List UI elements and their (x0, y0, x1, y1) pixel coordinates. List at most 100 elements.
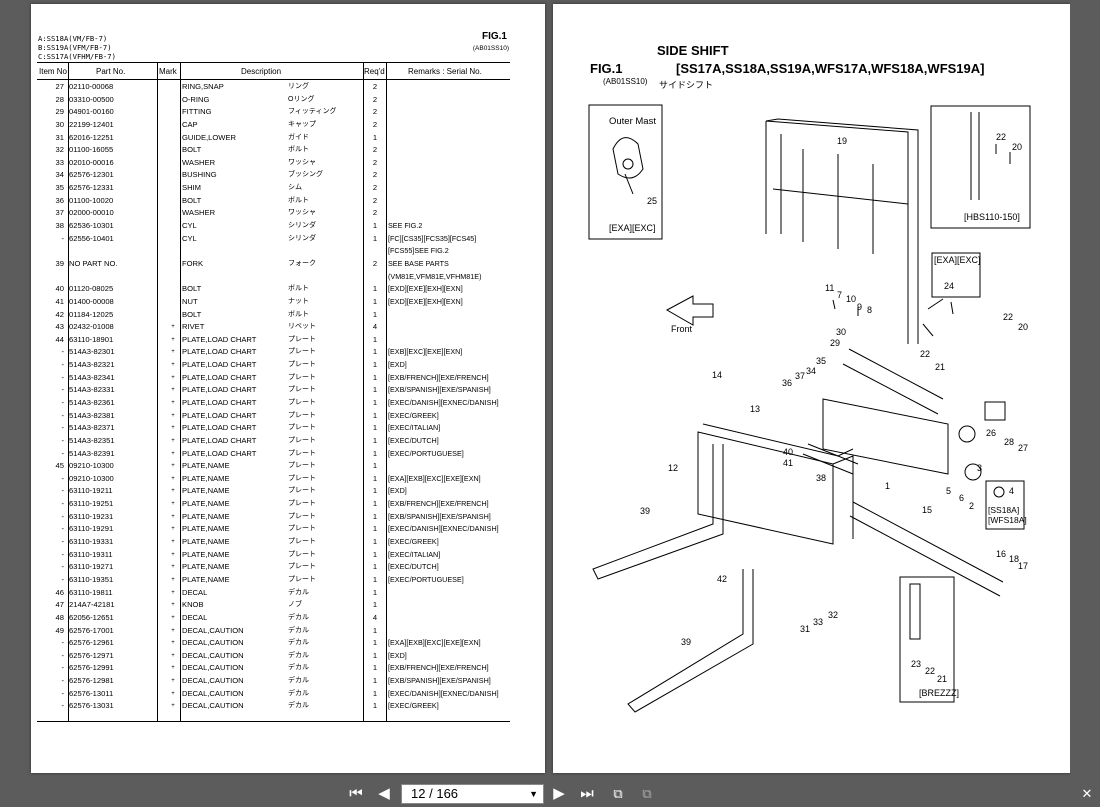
brezzz-tag: [BREZZZ] (919, 688, 959, 698)
chevron-down-icon[interactable]: ▼ (529, 789, 538, 799)
item-number-cell: - (61, 372, 64, 382)
remarks-cell: [EXEC/GREEK] (388, 537, 439, 547)
quantity-cell: 1 (372, 625, 378, 635)
first-page-icon[interactable]: ⏮ (349, 785, 363, 802)
remarks-cell: [EXEC/ITALIAN] (388, 423, 441, 433)
item-number-cell: - (61, 435, 64, 445)
item-number-cell: 28 (55, 94, 64, 104)
description-cell: FORK (182, 258, 204, 268)
item-number-cell: - (61, 549, 64, 559)
part-number-cell: 04901-00160 (69, 107, 114, 117)
outer-mast-bracket (612, 137, 644, 179)
callout-30: 30 (836, 327, 846, 337)
callout-17: 17 (1018, 561, 1028, 571)
part-number-cell: 02000-00010 (69, 208, 114, 218)
load-backrest (765, 118, 919, 344)
callout-34: 34 (806, 366, 816, 376)
lower-shaft-15 (849, 501, 1004, 597)
description-cell: PLATE,NAME (182, 511, 230, 521)
part-number-cell: 01184-12025 (69, 309, 114, 319)
remarks-cell: [EXA][EXB][EXC][EXE][EXN] (388, 638, 481, 648)
mark-cell: + (171, 526, 175, 533)
item-number-cell: - (61, 486, 64, 496)
description-cell: PLATE,LOAD CHART (182, 334, 257, 344)
fit-page-icon[interactable]: ⧉ (613, 786, 623, 801)
japanese-description-cell: フィッティング (288, 108, 337, 116)
vertical-scroll-area[interactable] (1070, 0, 1100, 773)
item-number-cell: 40 (55, 284, 64, 294)
close-icon[interactable]: ✕ (1081, 786, 1093, 801)
remarks-cell: [EXB/FRENCH][EXE/FRENCH] (388, 499, 489, 509)
part-number-cell: 63110-19811 (69, 587, 113, 597)
part-number-cell: 03310-00500 (69, 94, 114, 104)
next-page-icon[interactable]: ▶ (553, 785, 565, 802)
description-cell: CYL (182, 221, 197, 231)
callout-7: 7 (837, 290, 842, 300)
description-cell: PLATE,LOAD CHART (182, 435, 257, 445)
item-number-cell: 49 (55, 625, 64, 635)
item-number-cell: 35 (55, 183, 64, 193)
japanese-description-cell: キャップ (288, 120, 316, 128)
callout-15: 15 (922, 505, 932, 515)
mark-cell: + (171, 513, 175, 520)
japanese-description-cell: プレート (288, 436, 316, 444)
japanese-description-cell: プレート (288, 550, 316, 558)
item-number-cell: 44 (55, 334, 64, 344)
diagram-title: SIDE SHIFT (657, 43, 729, 58)
series-b: B:SS19A(VFM/FB-7) (38, 43, 112, 52)
remarks-cell: [EXA][EXB][EXC][EXE][EXN] (388, 473, 481, 483)
description-cell: PLATE,LOAD CHART (182, 423, 257, 433)
callout-19: 19 (837, 136, 847, 146)
callout-5: 5 (946, 486, 951, 496)
japanese-description-cell: プレート (288, 474, 316, 482)
description-cell: PLATE,LOAD CHART (182, 372, 257, 382)
quantity-cell: 1 (372, 486, 378, 496)
col-divider (157, 62, 158, 721)
quantity-cell: 1 (372, 233, 378, 243)
part-number-cell: 62576-12331 (69, 183, 114, 193)
part-number-cell: 62576-13011 (69, 688, 114, 698)
part-number-cell: NO PART NO. (69, 258, 118, 268)
exa-exc-tag: [EXA][EXC] (609, 223, 656, 233)
japanese-description-cell: プレート (288, 575, 316, 583)
mark-cell: + (171, 437, 175, 444)
item-number-cell: 43 (55, 322, 64, 332)
col-divider (363, 62, 364, 721)
part-number-cell: 63110-19311 (69, 549, 113, 559)
callout-35: 35 (816, 356, 826, 366)
part-number-cell: 01100-10020 (69, 195, 114, 205)
part-number-cell: 514A3-82361 (69, 398, 115, 407)
description-cell: PLATE,LOAD CHART (182, 347, 257, 357)
table-top-rule (37, 62, 510, 63)
last-page-icon[interactable]: ⏭ (580, 785, 594, 802)
snap-ring-4 (993, 486, 1005, 498)
fit-width-icon[interactable]: ⧉ (642, 786, 652, 801)
outer-mast-bolt (622, 158, 634, 170)
prev-page-icon[interactable]: ◀ (378, 785, 390, 802)
item-number-cell: 37 (55, 208, 64, 218)
wfs18a-tag: [WFS18A] (988, 515, 1027, 525)
brezzz-plate (909, 583, 921, 640)
quantity-cell: 1 (372, 537, 378, 547)
remarks-cell: [EXB][EXC][EXE][EXN] (388, 347, 463, 357)
callout-16: 16 (996, 549, 1006, 559)
quantity-cell: 4 (372, 612, 378, 622)
callout-20: 20 (1018, 322, 1028, 332)
callout-14: 14 (712, 370, 722, 380)
remarks-cell: [EXEC/DANISH][EXNEC/DANISH] (388, 688, 499, 698)
page-number-input[interactable]: 12 / 166 ▼ (401, 784, 544, 804)
japanese-description-cell: ガイド (288, 133, 309, 141)
callout-39: 39 (640, 506, 650, 516)
item-number-cell: 36 (55, 195, 64, 205)
quantity-cell: 1 (372, 676, 378, 686)
item-number-cell: 38 (55, 221, 64, 231)
